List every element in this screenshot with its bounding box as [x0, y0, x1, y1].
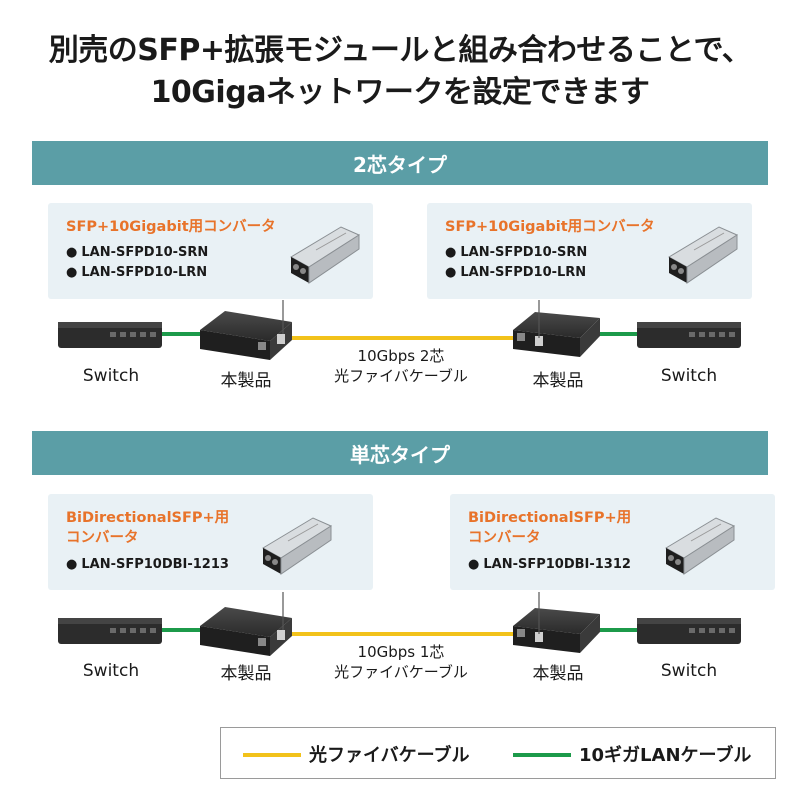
network-switch-icon	[58, 322, 162, 348]
headline-line-2: 10Gigaネットワークを設定できます	[150, 75, 650, 110]
left-switch-label: Switch	[82, 661, 140, 681]
section-band-dual-core: 2芯タイプ	[32, 141, 768, 185]
bidi-card-right: BiDirectionalSFP+用 コンバータ LAN-SFP10DBI-13…	[450, 494, 775, 590]
media-converter-icon	[513, 312, 600, 357]
cable-label-line2: 光ファイバケーブル	[334, 367, 468, 385]
left-switch-label: Switch	[82, 366, 140, 386]
cable-label-line1: 10Gbps 1芯	[357, 643, 445, 661]
media-converter-icon	[200, 311, 292, 360]
right-device-label: 本製品	[532, 664, 584, 684]
right-switch-label: Switch	[660, 661, 718, 681]
left-device-label: 本製品	[220, 371, 272, 391]
sfp-module-icon	[262, 517, 333, 575]
model-name: LAN-SFPD10-SRN	[66, 245, 208, 260]
cable-legend: 光ファイバケーブル 10ギガLANケーブル	[220, 727, 776, 779]
fiber-legend-label: 光ファイバケーブル	[309, 745, 470, 766]
model-name: LAN-SFP10DBI-1213	[66, 557, 229, 572]
right-switch-label: Switch	[660, 366, 718, 386]
sfp-module-icon	[665, 517, 736, 575]
model-name: LAN-SFP10DBI-1312	[468, 557, 631, 572]
card-title-line1: BiDirectionalSFP+用	[468, 510, 632, 526]
model-name: LAN-SFPD10-LRN	[445, 265, 586, 280]
card-title-line2: コンバータ	[66, 530, 139, 546]
card-title: SFP+10Gigabit用コンバータ	[66, 219, 276, 235]
card-title-line1: BiDirectionalSFP+用	[66, 510, 230, 526]
cable-label-line2: 光ファイバケーブル	[334, 663, 468, 681]
fiber-legend-swatch	[243, 753, 301, 757]
band-label: 単芯タイプ	[350, 442, 450, 467]
card-title-line2: コンバータ	[468, 530, 541, 546]
media-converter-icon	[513, 608, 600, 653]
network-switch-icon	[58, 618, 162, 644]
cable-label-line1: 10Gbps 2芯	[357, 347, 445, 365]
page-headline: 別売のSFP+拡張モジュールと組み合わせることで、 10Gigaネットワークを設…	[0, 30, 800, 114]
network-switch-icon	[637, 618, 741, 644]
media-converter-icon	[200, 607, 292, 656]
model-name: LAN-SFPD10-LRN	[66, 265, 207, 280]
band-label: 2芯タイプ	[353, 152, 447, 177]
section-band-single-core: 単芯タイプ	[32, 431, 768, 475]
headline-line-1: 別売のSFP+拡張モジュールと組み合わせることで、	[48, 33, 752, 68]
lan-legend-swatch	[513, 753, 571, 757]
bidi-card-left: BiDirectionalSFP+用 コンバータ LAN-SFP10DBI-12…	[48, 494, 373, 590]
network-switch-icon	[637, 322, 741, 348]
lan-legend-label: 10ギガLANケーブル	[579, 745, 752, 766]
card-title: SFP+10Gigabit用コンバータ	[445, 219, 655, 235]
sfp-module-icon	[290, 226, 361, 284]
model-name: LAN-SFPD10-SRN	[445, 245, 587, 260]
sfp-card-left: SFP+10Gigabit用コンバータ LAN-SFPD10-SRN LAN-S…	[48, 203, 373, 299]
card-title: BiDirectionalSFP+用 コンバータ	[468, 508, 631, 548]
sfp-card-right: SFP+10Gigabit用コンバータ LAN-SFPD10-SRN LAN-S…	[427, 203, 752, 299]
sfp-module-icon	[668, 226, 739, 284]
left-device-label: 本製品	[220, 664, 272, 684]
card-title: BiDirectionalSFP+用 コンバータ	[66, 508, 229, 548]
right-device-label: 本製品	[532, 371, 584, 391]
